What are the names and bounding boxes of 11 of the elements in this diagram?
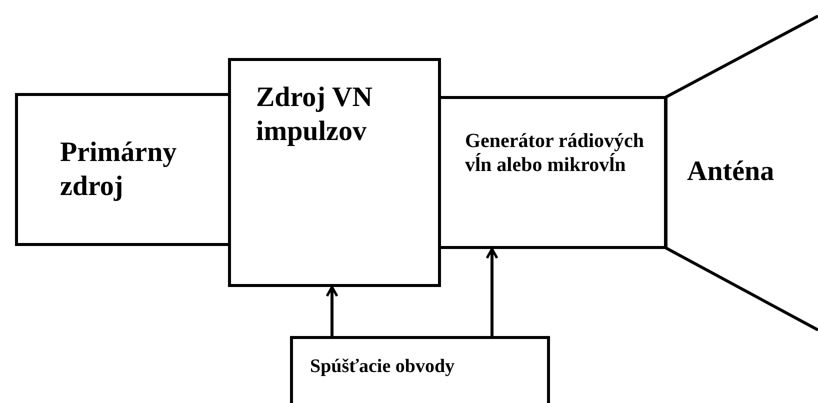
arrow	[326, 286, 338, 336]
arrow	[486, 248, 498, 336]
trigger-circuit-box	[290, 336, 550, 403]
node-label: Primárny zdroj	[60, 136, 178, 204]
pulse-source-box	[228, 58, 441, 287]
node-label: Generátor rádiových vĺn alebo mikrovĺn	[465, 129, 646, 177]
node-label: Anténa	[687, 155, 776, 189]
node-label: Zdroj VN impulzov	[256, 81, 374, 148]
power-source-box	[15, 93, 231, 246]
generator-box	[438, 96, 667, 249]
node-label: Spúšťacie obvody	[310, 356, 456, 379]
